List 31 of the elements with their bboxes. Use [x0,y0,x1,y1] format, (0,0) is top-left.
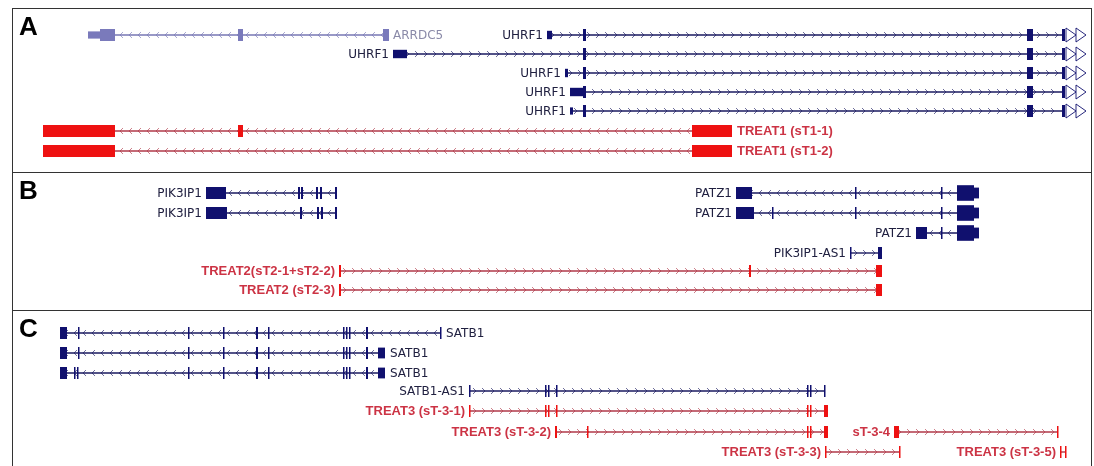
figure-panel [12,172,1092,311]
transcript-label: SATB1 [389,346,430,360]
transcript-label: sT-3-4 [851,425,891,439]
transcript-label: PIK3IP1-AS1 [772,246,847,260]
transcript-label: TREAT2(sT2-1+sT2-2) [200,264,336,278]
transcript-label: TREAT3 (sT-3-5) [955,445,1057,459]
transcript-label: UHRF1 [347,47,390,61]
transcript-label: SATB1 [445,326,486,340]
transcript-label: PATZ1 [694,186,733,200]
figure-panel [12,8,1092,173]
panel-letter: A [19,11,38,42]
transcript-label: ARRDC5 [392,28,445,42]
transcript-label: TREAT2 (sT2-3) [238,283,336,297]
transcript-label: PIK3IP1 [156,206,203,220]
transcript-label: UHRF1 [524,85,567,99]
transcript-label: UHRF1 [501,28,544,42]
transcript-label: TREAT3 (sT-3-1) [364,404,466,418]
transcript-label: TREAT1 (sT1-1) [736,124,834,138]
transcript-label: PATZ1 [874,226,913,240]
panel-letter: B [19,175,38,206]
transcript-label: TREAT3 (sT-3-2) [450,425,552,439]
transcript-label: SATB1-AS1 [398,384,466,398]
transcript-label: TREAT3 (sT-3-3) [720,445,822,459]
transcript-label: UHRF1 [519,66,562,80]
figure-panel [12,310,1092,466]
transcript-label: SATB1 [389,366,430,380]
transcript-label: TREAT1 (sT1-2) [736,144,834,158]
transcript-label: PIK3IP1 [156,186,203,200]
panel-letter: C [19,313,38,344]
transcript-label: UHRF1 [524,104,567,118]
transcript-label: PATZ1 [694,206,733,220]
